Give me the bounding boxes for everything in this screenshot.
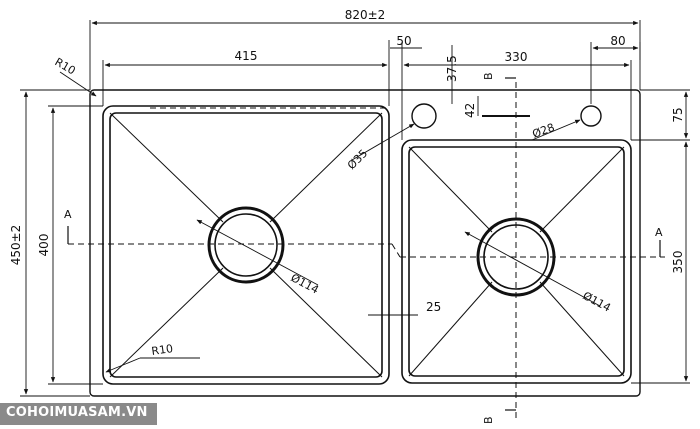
watermark-text: COHOIMUASAM.VN xyxy=(6,405,148,420)
label-corner-radius-inner: R10 xyxy=(151,342,174,358)
section-mark-b-top: B xyxy=(482,72,495,80)
section-mark-b-bottom: B xyxy=(482,416,495,424)
dim-right-bowl-depth: 350 xyxy=(671,251,685,274)
dim-divider: 25 xyxy=(426,300,441,314)
label-drain-right: Ø114 xyxy=(581,289,613,314)
section-mark-a-right: A xyxy=(655,226,663,239)
dim-left-bowl-width: 415 xyxy=(235,49,258,63)
watermark-bar xyxy=(0,403,157,425)
label-drain-left: Ø114 xyxy=(289,271,321,296)
sink-outline xyxy=(89,89,641,397)
dim-left-bowl-depth: 400 xyxy=(37,234,51,257)
label-overflow-hole: Ø28 xyxy=(531,121,557,141)
dim-tap-depth: 42 xyxy=(463,103,477,118)
dim-gap: 50 xyxy=(396,34,411,48)
overflow-hole xyxy=(580,105,602,127)
dim-right-offset: 80 xyxy=(610,34,625,48)
label-tap-hole: Ø35 xyxy=(345,147,370,172)
label-corner-radius-outer: R10 xyxy=(53,55,78,77)
dim-overall-width: 820±2 xyxy=(345,8,386,22)
dim-overall-depth: 450±2 xyxy=(9,225,23,266)
section-mark-a-left: A xyxy=(64,208,72,221)
dim-top-offset: 75 xyxy=(671,107,685,122)
dim-tap-offset: 37.5 xyxy=(445,55,459,82)
left-bowl xyxy=(102,105,390,385)
tap-hole xyxy=(411,103,437,129)
left-drain xyxy=(207,206,285,284)
dim-right-bowl-width: 330 xyxy=(505,50,528,64)
